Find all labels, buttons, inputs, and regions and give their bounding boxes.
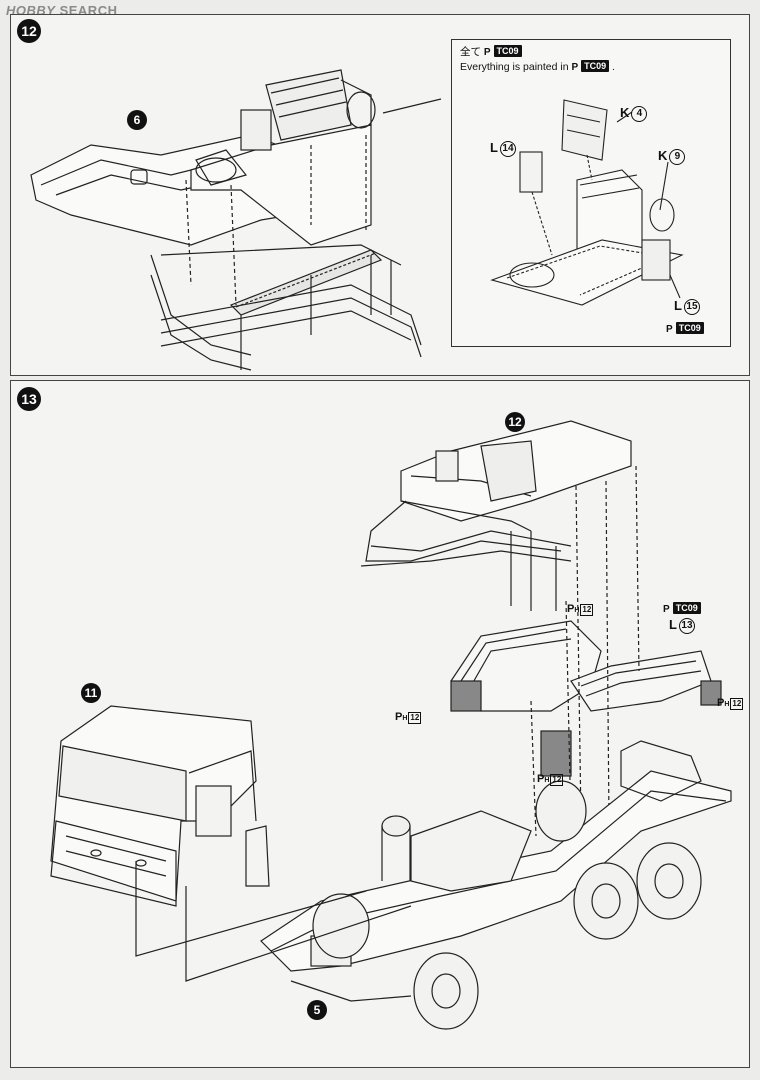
step-12-illustration	[30, 69, 442, 371]
step-12-panel: 12	[10, 14, 750, 376]
ref-12-bullet: 12	[505, 412, 525, 432]
subassembly-6-ref: 6	[127, 110, 147, 130]
paint-p-icon-2: P	[571, 62, 579, 73]
part-L15-paint: P TC09	[666, 322, 704, 335]
inset-note-en: Everything is painted in	[460, 61, 569, 73]
paint-p-icon: P	[483, 47, 491, 58]
step-13-number: 13	[17, 387, 41, 411]
fender-paint-label: P TC09	[663, 602, 701, 615]
step-12-inset: 全て P TC09 Everything is painted in P TC0…	[451, 39, 731, 347]
step-12-number: 12	[17, 19, 41, 43]
step-13-illustration	[50, 420, 732, 1030]
inset-illustration	[490, 99, 684, 306]
ref-11-bullet: 11	[81, 683, 101, 703]
inset-paint-note: 全て P TC09 Everything is painted in P TC0…	[460, 45, 615, 73]
paint-code-badge: TC09	[493, 45, 522, 57]
ref-5-bullet: 5	[307, 1000, 327, 1020]
step-13-panel: 13	[10, 380, 750, 1068]
inset-note-jp: 全て	[460, 46, 481, 58]
paint-code-badge-2: TC09	[581, 60, 610, 72]
